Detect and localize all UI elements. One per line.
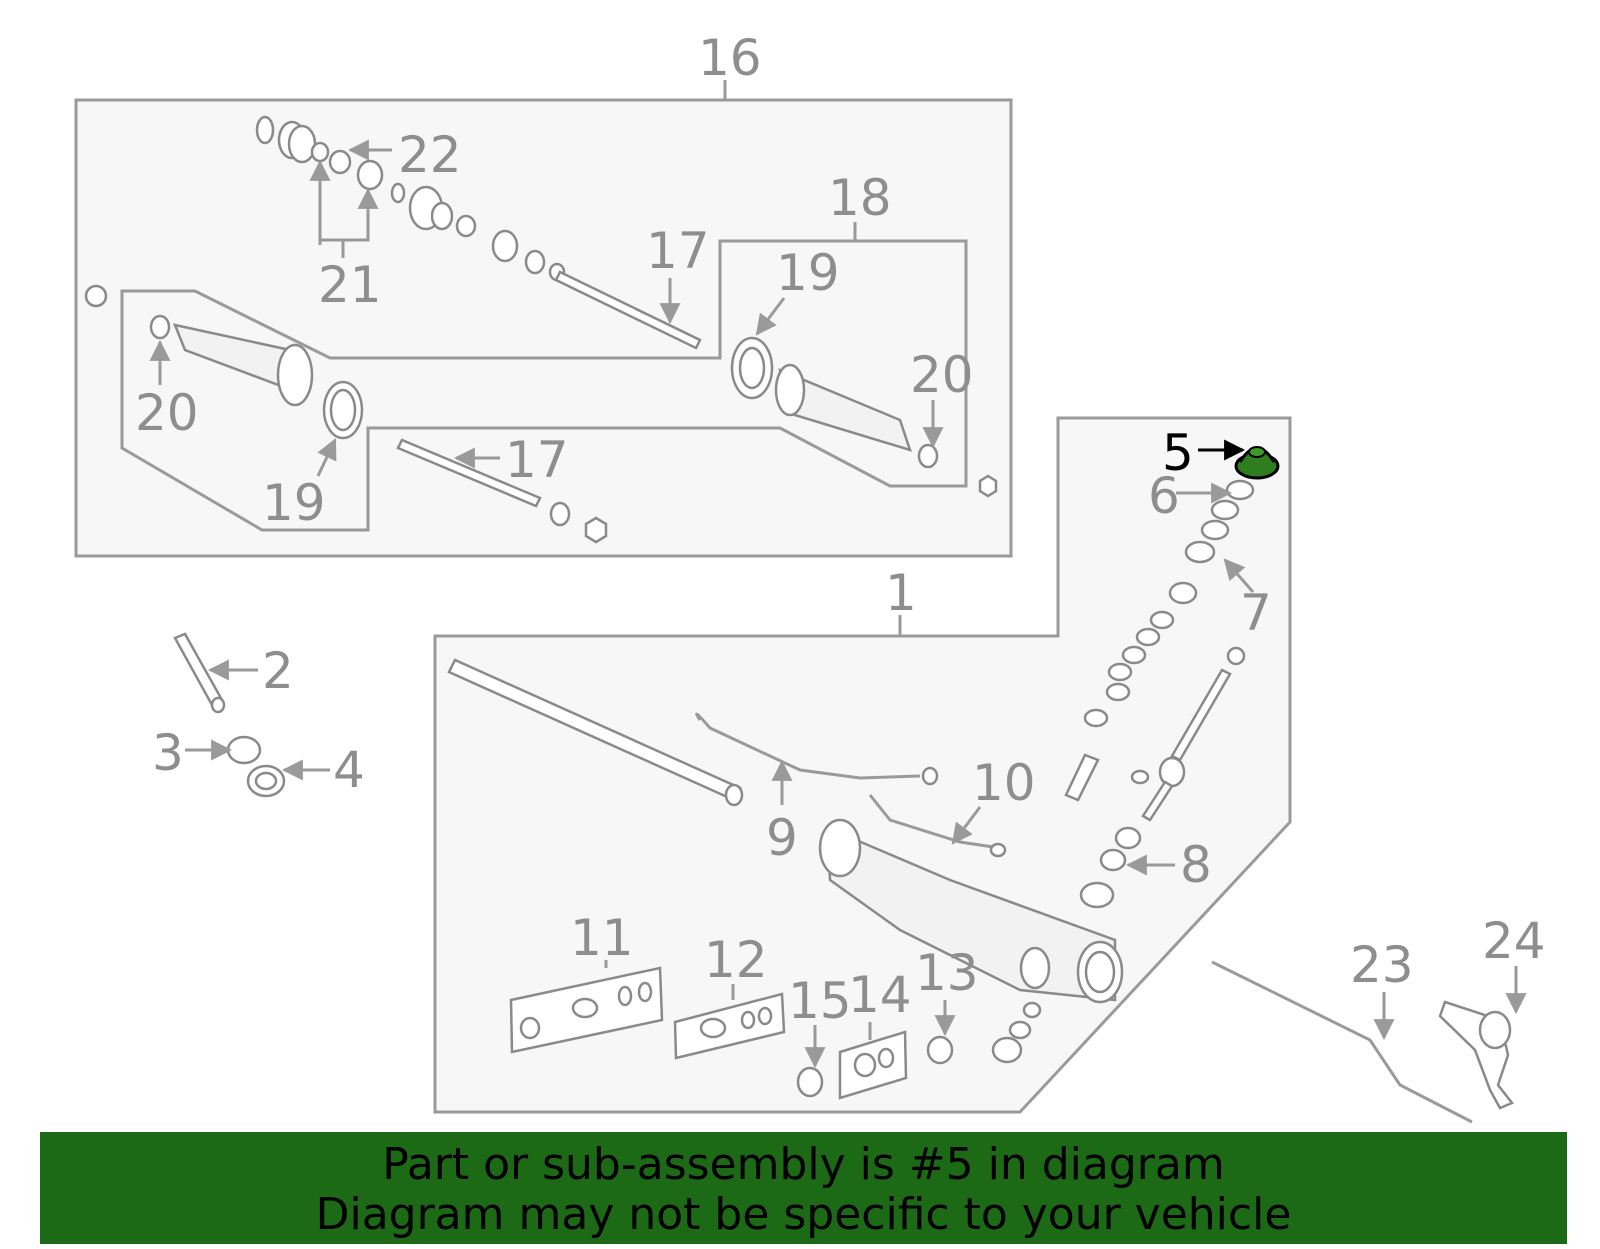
callout-1: 1 xyxy=(885,564,917,622)
box-16 xyxy=(74,98,1013,558)
callout-8: 8 xyxy=(1180,836,1212,894)
callout-17b: 17 xyxy=(505,431,569,489)
leader-lines-2-3-4 xyxy=(185,659,330,781)
left-boot xyxy=(149,314,364,440)
callout-18: 18 xyxy=(828,169,892,227)
banner-line-2: Diagram may not be specific to your vehi… xyxy=(315,1189,1292,1240)
callout-11: 11 xyxy=(570,909,634,967)
callout-labels: 16 22 21 18 17 19 20 20 17 19 1 5 6 7 8 … xyxy=(135,29,1546,1030)
callout-12: 12 xyxy=(704,931,768,989)
callout-5[interactable]: 5 xyxy=(1162,424,1194,482)
right-boot xyxy=(730,336,939,469)
callout-24: 24 xyxy=(1482,912,1546,970)
callout-21: 21 xyxy=(318,256,382,314)
callout-9: 9 xyxy=(766,809,798,867)
callout-13: 13 xyxy=(915,944,979,1002)
callout-10: 10 xyxy=(972,754,1036,812)
callout-16: 16 xyxy=(698,29,762,87)
tie-rod-23-24 xyxy=(1211,960,1514,1124)
rack-assembly-parts xyxy=(447,479,1255,1100)
leader-lines-16 xyxy=(149,139,944,477)
box-18-outline xyxy=(120,239,968,532)
callout-22: 22 xyxy=(398,126,462,184)
callout-4: 4 xyxy=(333,741,365,799)
inner-tie-rod-parts xyxy=(84,115,998,498)
callout-19a: 19 xyxy=(262,474,326,532)
callout-19b: 19 xyxy=(776,244,840,302)
callout-15: 15 xyxy=(788,972,852,1030)
loose-parts-2-3-4 xyxy=(173,632,286,798)
lower-tie-rod xyxy=(396,438,608,544)
callout-7: 7 xyxy=(1240,584,1272,642)
callout-20a: 20 xyxy=(135,384,199,442)
leader-lines-23-24 xyxy=(1373,966,1527,1041)
callout-20b: 20 xyxy=(910,346,974,404)
part-5-highlight[interactable] xyxy=(1234,446,1280,480)
callout-2: 2 xyxy=(262,642,294,700)
callout-23: 23 xyxy=(1350,936,1414,994)
banner-line-1: Part or sub-assembly is #5 in diagram xyxy=(382,1139,1225,1190)
leader-lines-1 xyxy=(604,482,1255,1069)
callout-14: 14 xyxy=(848,966,912,1024)
callout-17a: 17 xyxy=(646,222,710,280)
info-banner: Part or sub-assembly is #5 in diagram Di… xyxy=(40,1132,1567,1244)
callout-3: 3 xyxy=(152,724,184,782)
callout-6: 6 xyxy=(1148,467,1180,525)
